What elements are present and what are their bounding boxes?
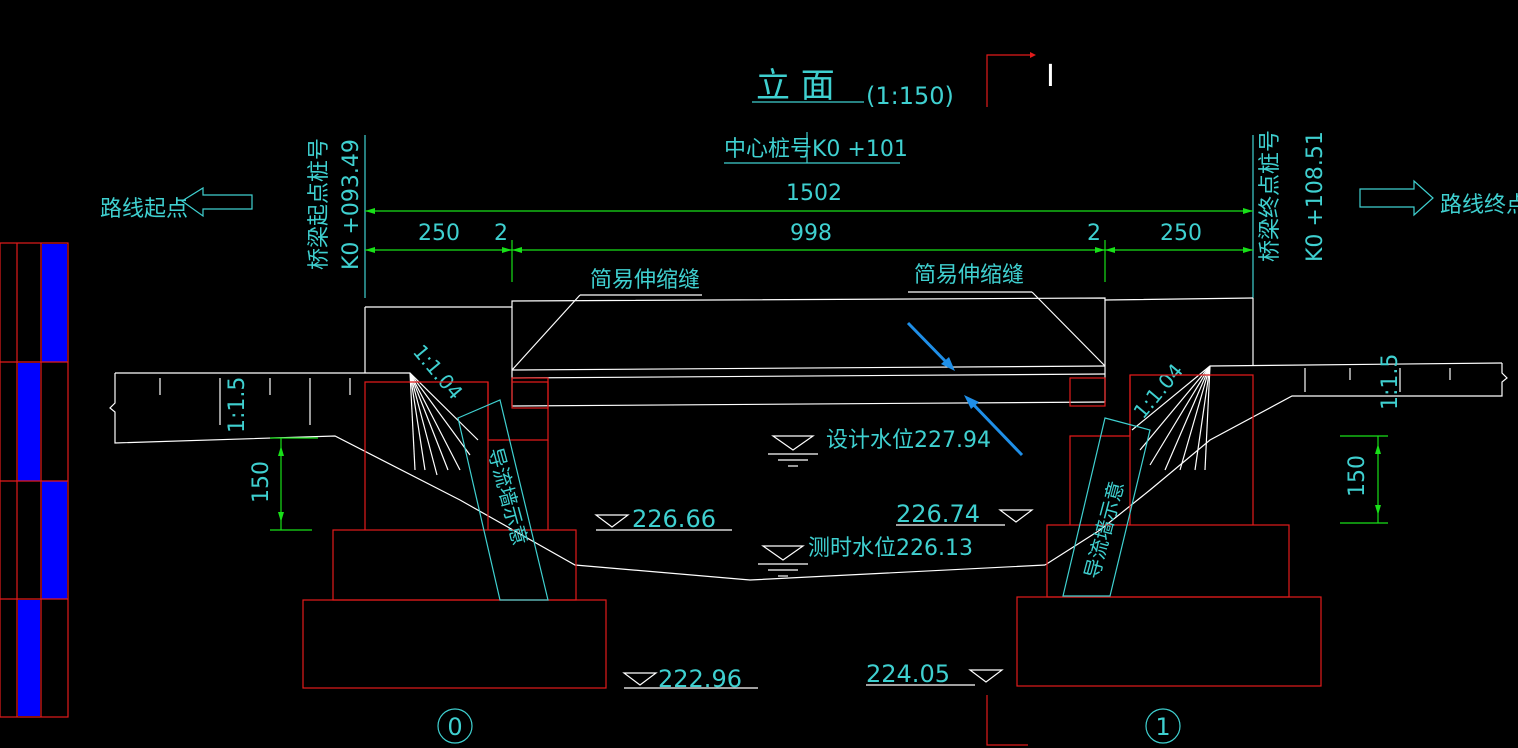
center-station-label: 中心桩号 [724, 137, 812, 162]
right-foundation-level: 224.05 [866, 660, 950, 688]
right-abutment [1016, 374, 1322, 687]
left-embankment [109, 372, 1046, 581]
section-mark-top [986, 52, 1036, 107]
left-embank-slope: 1:1.5 [225, 377, 250, 433]
drawing-scale: (1:150) [866, 82, 954, 110]
left-foundation-level: 222.96 [658, 665, 742, 693]
design-water-marker [768, 435, 818, 467]
dim-left: 250 [418, 221, 460, 246]
left-height: 150 [249, 461, 274, 503]
section-mark-bottom [986, 695, 1028, 746]
pier-0-circle [437, 708, 473, 744]
left-guide-wall-label: 导流墙示意 [483, 445, 532, 548]
bridge-deck [364, 291, 1254, 407]
right-guide-wall [1062, 417, 1151, 597]
route-end-arrow [1359, 179, 1434, 217]
right-bank-level: 226.74 [896, 500, 980, 528]
drawing-title: 立 面 [756, 66, 835, 106]
bridge-end-label: 桥梁终点桩号 [1258, 130, 1283, 262]
pier-0-label: 0 [447, 713, 462, 741]
dim-left-gap: 2 [494, 221, 508, 246]
right-embankment [1044, 362, 1508, 566]
right-foundation-marker [866, 669, 1004, 686]
right-height: 150 [1345, 455, 1370, 497]
section-mark-label: I [1046, 59, 1055, 94]
bridge-start-station: K0 +093.49 [339, 139, 364, 270]
left-abutment [302, 377, 607, 689]
left-foundation-marker [622, 672, 758, 689]
dim-total: 1502 [786, 181, 842, 206]
route-end-label: 路线终点 [1440, 193, 1518, 218]
highlight-arrows [906, 321, 1024, 457]
joint-left-label: 简易伸缩缝 [590, 268, 700, 293]
left-cone-hatch [409, 372, 479, 476]
dimension-lines [365, 208, 1253, 282]
left-height-dim [270, 437, 318, 531]
right-height-dim [1340, 435, 1388, 524]
dim-right-gap: 2 [1087, 221, 1101, 246]
bridge-start-label: 桥梁起点桩号 [307, 138, 332, 270]
pier-1-circle [1145, 708, 1181, 744]
left-bank-level: 226.66 [632, 505, 716, 533]
bridge-end-station: K0 +108.51 [1303, 131, 1328, 262]
dim-right: 250 [1160, 221, 1202, 246]
right-embank-slope: 1:1.5 [1378, 354, 1403, 410]
left-cone-slope: 1:1.04 [408, 340, 468, 404]
dim-span: 998 [790, 221, 832, 246]
left-guide-wall [457, 399, 549, 601]
joint-right-label: 简易伸缩缝 [914, 263, 1024, 288]
design-water-level: 设计水位227.94 [826, 428, 991, 453]
legend-strip [0, 242, 69, 718]
left-bank-marker [594, 514, 732, 531]
route-start-arrow [180, 186, 253, 218]
right-cone-hatch [1131, 365, 1211, 471]
pier-1-label: 1 [1155, 713, 1170, 741]
survey-water-marker [758, 545, 808, 577]
route-start-label: 路线起点 [100, 197, 188, 222]
right-bank-marker [896, 509, 1034, 526]
survey-water-level: 测时水位226.13 [808, 536, 973, 561]
center-station-value: K0 +101 [812, 137, 908, 162]
